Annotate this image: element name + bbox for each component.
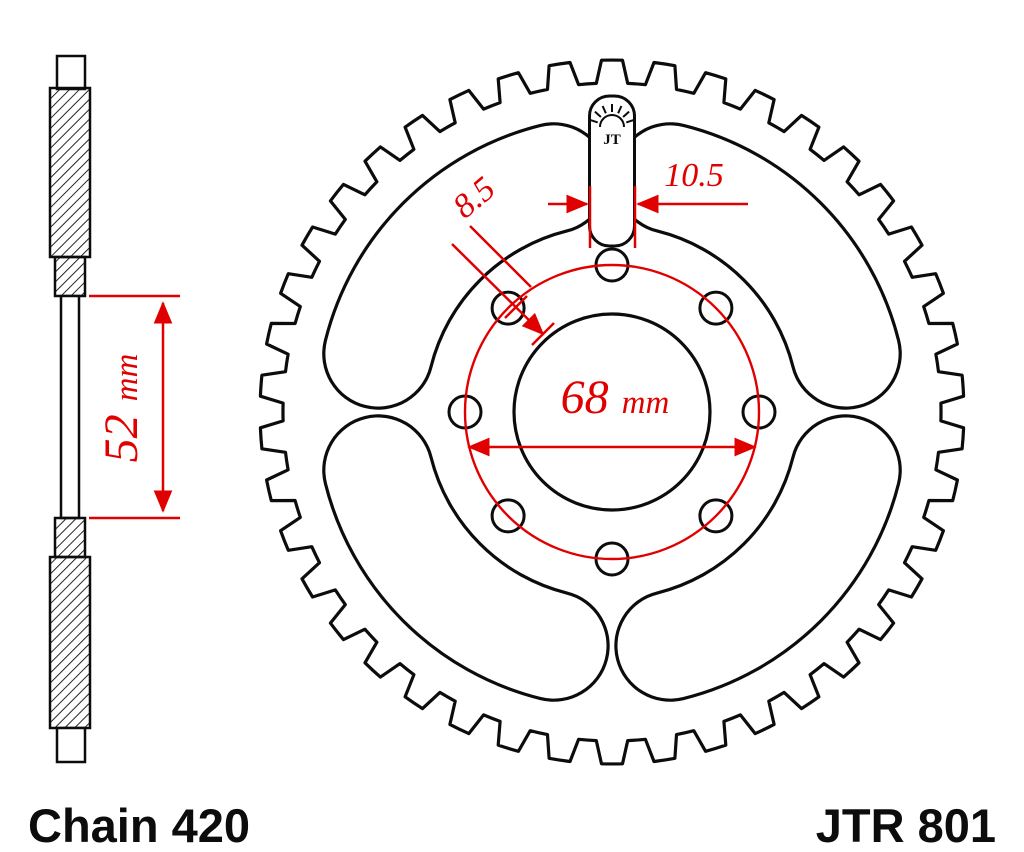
lightening-hole xyxy=(325,125,607,407)
sprocket-front-view xyxy=(258,58,966,766)
top-slot xyxy=(588,94,636,248)
dimension-tick xyxy=(504,295,528,319)
section-part xyxy=(59,294,81,520)
lightening-hole xyxy=(325,417,607,699)
hub-width-value: 52 xyxy=(95,414,148,462)
sun-ray xyxy=(617,105,623,114)
bolt-circle-dimension-label: 68 mm xyxy=(561,371,670,424)
hub-width-dimension-label: 52 mm xyxy=(95,354,148,463)
section-part xyxy=(55,54,87,91)
lightening-hole xyxy=(617,125,899,407)
part-number-label: JTR 801 xyxy=(816,799,996,852)
bolt-circle-value: 68 xyxy=(561,371,609,424)
section-hatched-part xyxy=(53,255,87,298)
sun-ray xyxy=(625,118,635,124)
dimension-line xyxy=(469,225,532,288)
section-hatched-part xyxy=(48,555,92,730)
dimension-tick xyxy=(531,322,555,346)
jt-sun-logo xyxy=(589,104,635,128)
bolt-circle-unit: mm xyxy=(622,385,670,421)
section-hatched-part xyxy=(53,516,87,559)
sun-ray xyxy=(622,110,630,118)
dimension-line xyxy=(451,243,545,336)
sun-ray xyxy=(601,105,607,114)
sun-arc xyxy=(599,114,625,128)
chain-size-label: Chain 420 xyxy=(28,799,250,852)
section-hatched-part xyxy=(48,86,92,259)
sprocket-side-view xyxy=(48,54,92,764)
jt-logo-text: JT xyxy=(603,132,621,148)
bolt-circle-reference xyxy=(463,263,761,561)
sun-ray xyxy=(594,110,602,118)
section-part xyxy=(55,726,87,764)
hub-width-unit: mm xyxy=(109,354,145,402)
slot-dimension-label: 10.5 xyxy=(664,157,724,194)
center-bore xyxy=(512,312,712,512)
sun-ray xyxy=(589,118,599,124)
dimension-lines xyxy=(89,186,757,520)
lightening-hole xyxy=(617,417,899,699)
